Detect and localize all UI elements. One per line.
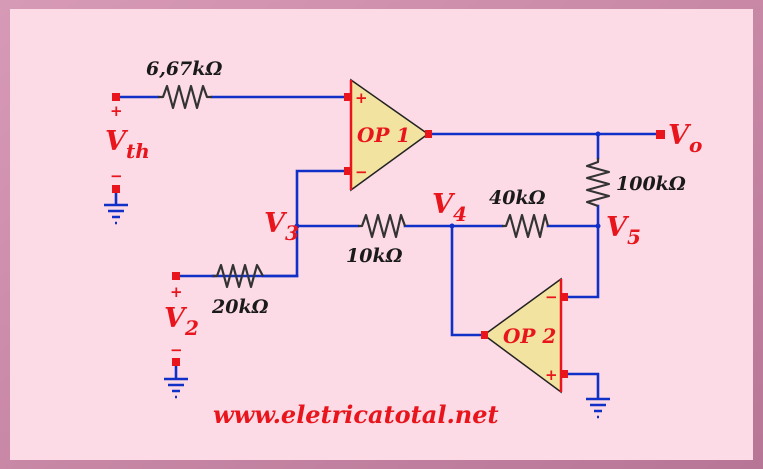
canvas-background (10, 9, 753, 460)
v2-minus-sign: − (170, 341, 183, 359)
op1-minus-sign: − (355, 163, 368, 181)
label-r-vth: 6,67kΩ (146, 58, 222, 80)
vth-minus-terminal (112, 185, 120, 193)
ground-v2 (164, 377, 188, 399)
resistor-6k67 (158, 84, 212, 110)
wire-op2-plus-gnd (564, 372, 600, 400)
resistor-100k (585, 158, 611, 208)
v2-plus-terminal (172, 272, 180, 280)
resistor-20k (213, 263, 264, 289)
op2-minus-pin (561, 293, 568, 301)
op1-plus-pin (344, 93, 351, 101)
footer-url: www.eletricatotal.net (213, 400, 499, 429)
v5-junction (595, 223, 601, 229)
resistor-40k (502, 213, 550, 239)
label-r-40: 40kΩ (489, 187, 546, 209)
resistor-icon (158, 84, 611, 289)
wire-v5-to-op2-minus (564, 204, 600, 299)
node-label-vo: Vo (668, 120, 702, 157)
vo-junction (595, 131, 601, 137)
op2-plus-sign: + (545, 366, 558, 384)
vth-plus-sign: + (110, 102, 123, 120)
ground-vth (104, 203, 128, 225)
wire-v4-op2-out (450, 224, 486, 337)
ground-op2 (586, 397, 610, 419)
op2-label: OP 2 (503, 324, 556, 348)
v2-plus-sign: + (170, 283, 183, 301)
node-label-v2: V2 (164, 303, 199, 340)
op1-output-pin (425, 130, 432, 138)
op2: − + OP 2 (481, 277, 568, 394)
ground-icon (104, 203, 128, 225)
v4-junction (449, 223, 455, 229)
terminals (112, 93, 665, 366)
label-r-20: 20kΩ (211, 296, 269, 318)
op2-minus-sign: − (545, 288, 558, 306)
op1-plus-sign: + (355, 89, 368, 107)
vth-plus-terminal (112, 93, 120, 101)
node-label-v3: V3 (264, 208, 299, 245)
label-r-feedback: 100kΩ (616, 173, 686, 195)
ground-icon (586, 397, 610, 419)
vth-minus-sign: − (110, 167, 123, 185)
node-label-v5: V5 (606, 212, 641, 249)
op1-minus-pin (344, 167, 351, 175)
label-r-10: 10kΩ (346, 245, 403, 267)
v2-minus-terminal (172, 358, 180, 366)
resistor-10k (358, 213, 407, 239)
ground-icon (164, 377, 188, 399)
v3-junction (294, 223, 300, 229)
vo-terminal (656, 130, 665, 139)
node-label-vth: Vth (105, 126, 150, 163)
op2-plus-pin (561, 370, 568, 378)
node-label-v4: V4 (432, 189, 467, 226)
op2-output-pin (481, 331, 488, 339)
op1: + − OP 1 (344, 78, 432, 192)
op1-label: OP 1 (357, 123, 410, 147)
